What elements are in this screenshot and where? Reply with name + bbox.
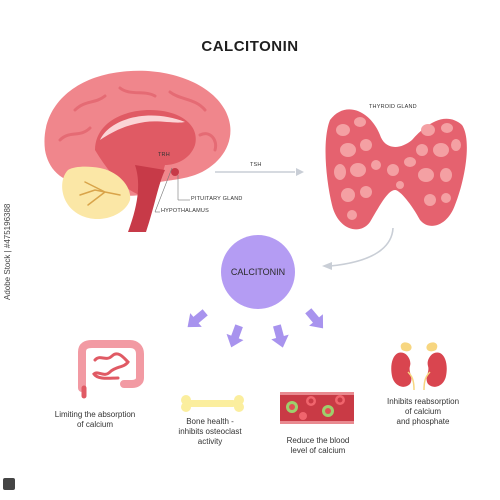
- effect-bone-line-3: activity: [197, 437, 223, 446]
- thyroid-gland-illustration: [325, 109, 467, 230]
- trh-label: TRH: [158, 152, 170, 158]
- effect-bone-line-1: Bone health -: [186, 417, 234, 426]
- calcitonin-circle: [221, 235, 295, 309]
- cerebellum: [62, 166, 131, 220]
- effect-arrow-3: [271, 324, 289, 348]
- kidneys-icon: [391, 342, 447, 391]
- small-intestine: [92, 352, 130, 380]
- brain-gyri: [58, 86, 218, 152]
- hypothalamus-label: HYPOTHALAMUS: [161, 208, 209, 214]
- intestine-icon: [78, 340, 144, 399]
- effect-arrow-2: [226, 324, 244, 348]
- effect-intestine-text: Limiting the absorption of calcium: [40, 410, 150, 430]
- effect-arrow-1: [187, 309, 208, 328]
- effect-blood-text: Reduce the blood level of calcium: [268, 436, 368, 456]
- brain-inner-region: [95, 110, 196, 195]
- calcitonin-node-label: CALCITONIN: [230, 267, 286, 277]
- effect-arrow-4: [305, 308, 324, 329]
- thyroid-gland-label: THYROID GLAND: [369, 104, 417, 110]
- bone-icon: [181, 395, 244, 412]
- effect-bone-line-2: inhibits osteoclast: [178, 427, 242, 436]
- kidney-left-fat: [400, 342, 412, 352]
- brain-illustration: [44, 70, 231, 232]
- page-title: CALCITONIN: [201, 38, 299, 55]
- effect-arrows: [187, 308, 324, 348]
- corpus-callosum: [100, 115, 185, 140]
- stock-id-text: Adobe Stock | #475196388: [3, 203, 12, 300]
- hypothalamus-pointer: [154, 167, 173, 213]
- brainstem: [128, 165, 165, 232]
- effect-blood-line-1: Reduce the blood: [286, 436, 350, 445]
- effect-kidney-line-2: of calcium: [404, 407, 441, 416]
- stock-logo: [3, 478, 15, 490]
- secretion-arrow: [322, 227, 394, 270]
- effect-kidney-line-1: Inhibits reabsorption: [386, 397, 460, 406]
- pituitary-gland: [171, 168, 179, 176]
- pituitary-gland-label: PITUITARY GLAND: [191, 196, 243, 202]
- kidney-right: [426, 352, 447, 387]
- ureters: [407, 371, 431, 391]
- cerebellum-branches: [79, 181, 121, 206]
- tsh-label: TSH: [250, 162, 262, 168]
- effect-kidney-line-3: and phosphate: [396, 417, 450, 426]
- tsh-arrow: [215, 168, 304, 176]
- large-intestine: [78, 340, 144, 392]
- effect-kidney-text: Inhibits reabsorption of calcium and pho…: [370, 397, 476, 427]
- blood-vessel-icon: [280, 392, 354, 424]
- thyroid-follicles: [334, 117, 461, 220]
- effect-blood-line-2: level of calcium: [290, 446, 346, 455]
- effect-intestine-line-1: Limiting the absorption: [54, 410, 136, 419]
- kidney-left: [391, 352, 412, 387]
- effect-intestine-line-2: of calcium: [76, 420, 113, 429]
- effect-bone-text: Bone health - inhibits osteoclast activi…: [160, 417, 260, 447]
- kidney-right-fat: [426, 342, 438, 352]
